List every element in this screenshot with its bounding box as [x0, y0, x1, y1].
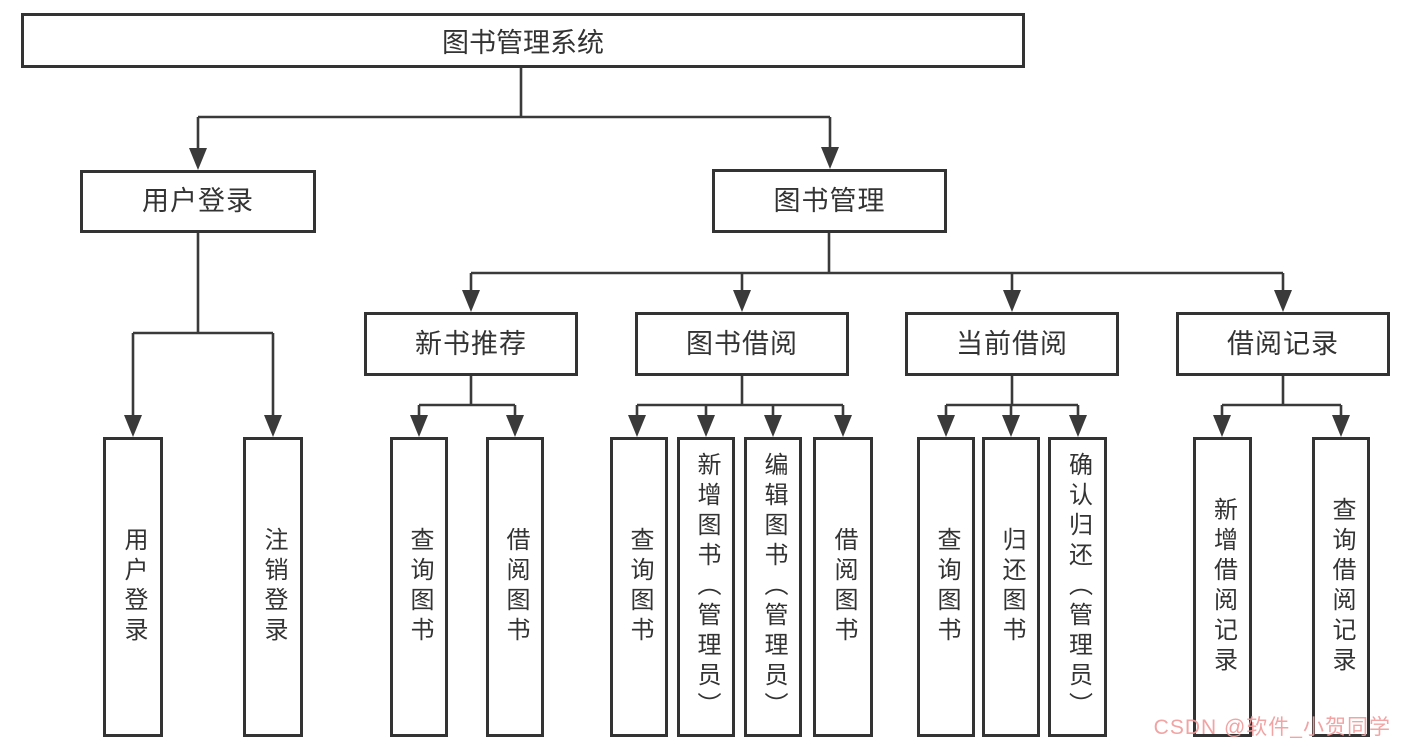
arrowhead-down-icon — [937, 415, 955, 437]
arrowhead-down-icon — [124, 415, 142, 437]
arrowhead-down-icon — [1274, 290, 1292, 312]
leaf-return-books: 归还图书 — [982, 437, 1040, 737]
arrowhead-down-icon — [1069, 415, 1087, 437]
leaf-query-books-recommend: 查询图书 — [390, 437, 448, 737]
node-current-borrowing: 当前借阅 — [905, 312, 1119, 376]
node-label: 查询图书 — [626, 527, 653, 647]
arrowhead-down-icon — [189, 148, 207, 170]
node-label: 借阅图书 — [830, 527, 857, 647]
arrowhead-down-icon — [410, 415, 428, 437]
arrowhead-down-icon — [834, 415, 852, 437]
arrowhead-down-icon — [733, 290, 751, 312]
leaf-borrow-books-recommend: 借阅图书 — [486, 437, 544, 737]
node-label: 注销登录 — [260, 527, 287, 647]
arrowhead-down-icon — [697, 415, 715, 437]
leaf-borrow-books: 借阅图书 — [813, 437, 873, 737]
node-label: 查询图书 — [406, 527, 433, 647]
leaf-query-borrow-record: 查询借阅记录 — [1312, 437, 1370, 737]
arrowhead-down-icon — [1332, 415, 1350, 437]
arrowhead-down-icon — [628, 415, 646, 437]
leaf-edit-books-admin: 编辑图书（管理员） — [744, 437, 802, 737]
arrowhead-down-icon — [1003, 290, 1021, 312]
arrowhead-down-icon — [1213, 415, 1231, 437]
csdn-watermark: CSDN @软件_小贺同学 — [1153, 716, 1391, 739]
leaf-confirm-return-admin: 确认归还（管理员） — [1048, 437, 1107, 737]
node-label: 编辑图书（管理员） — [760, 452, 787, 722]
node-label: 查询借阅记录 — [1328, 497, 1355, 677]
node-label: 图书管理系统 — [442, 28, 604, 58]
arrowhead-down-icon — [764, 415, 782, 437]
arrowhead-down-icon — [462, 290, 480, 312]
node-label: 借阅记录 — [1227, 328, 1339, 359]
node-book-management-branch: 图书管理 — [712, 169, 947, 233]
node-borrowing-records: 借阅记录 — [1176, 312, 1390, 376]
leaf-logout: 注销登录 — [243, 437, 303, 737]
node-label: 新增图书（管理员） — [693, 452, 720, 722]
node-label: 查询图书 — [933, 527, 960, 647]
arrowhead-down-icon — [1002, 415, 1020, 437]
arrowhead-down-icon — [821, 147, 839, 169]
leaf-add-borrow-record: 新增借阅记录 — [1193, 437, 1252, 737]
node-label: 图书借阅 — [686, 328, 798, 359]
arrowhead-down-icon — [506, 415, 524, 437]
node-label: 确认归还（管理员） — [1064, 452, 1092, 722]
leaf-query-books-borrowing: 查询图书 — [610, 437, 668, 737]
arrowhead-down-icon — [264, 415, 282, 437]
node-label: 用户登录 — [120, 527, 147, 647]
node-label: 当前借阅 — [956, 328, 1068, 359]
node-label: 新增借阅记录 — [1209, 497, 1237, 677]
leaf-query-books-current: 查询图书 — [917, 437, 975, 737]
node-label: 归还图书 — [998, 527, 1025, 647]
node-label: 新书推荐 — [415, 328, 527, 359]
node-user-login-branch: 用户登录 — [80, 170, 316, 233]
node-label: 用户登录 — [142, 186, 254, 216]
node-library-management-system: 图书管理系统 — [21, 13, 1025, 68]
node-label: 借阅图书 — [502, 527, 529, 647]
leaf-add-books-admin: 新增图书（管理员） — [677, 437, 735, 737]
node-book-borrowing: 图书借阅 — [635, 312, 849, 376]
node-new-book-recommend: 新书推荐 — [364, 312, 578, 376]
node-label: 图书管理 — [773, 185, 886, 216]
leaf-user-login: 用户登录 — [103, 437, 163, 737]
